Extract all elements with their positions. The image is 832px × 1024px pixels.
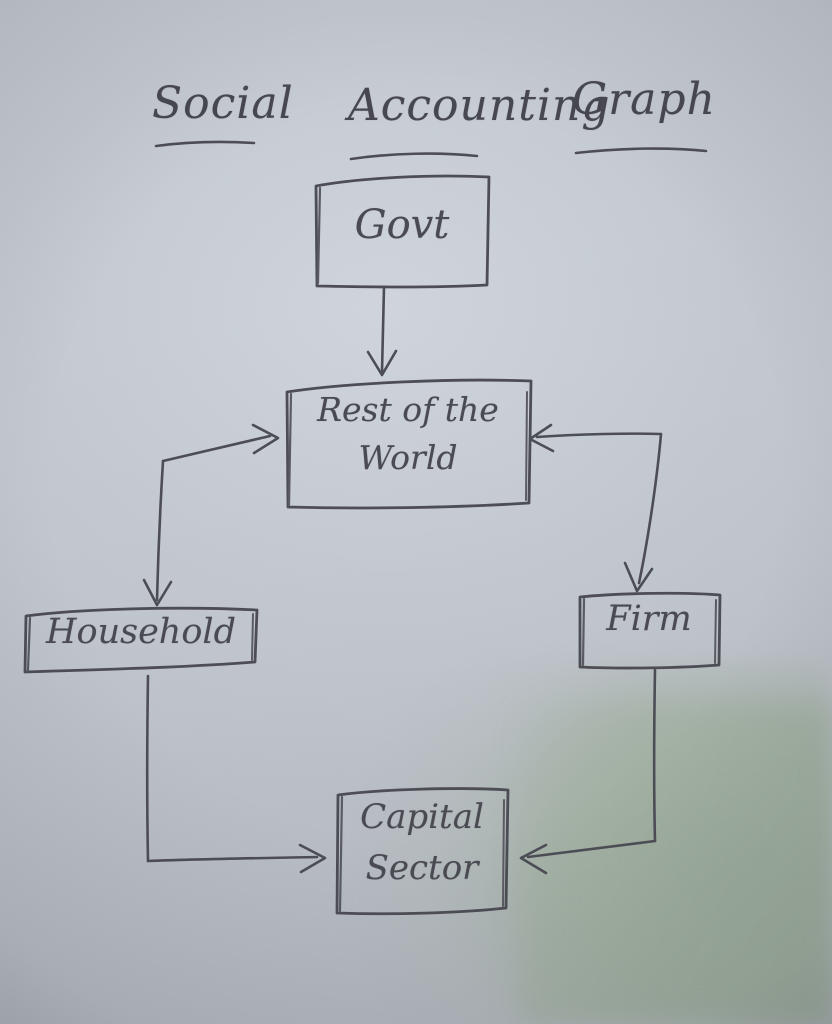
title-word-social: Social bbox=[152, 78, 294, 129]
node-label-firm: Firm bbox=[606, 599, 692, 639]
edge-rest-of-world-to-household bbox=[142, 423, 280, 607]
capital-sector-box-outline bbox=[335, 787, 510, 916]
edge-household-to-capital-sector bbox=[145, 674, 327, 874]
node-label-govt: Govt bbox=[354, 202, 450, 248]
edge-rest-of-world-firm-loop bbox=[528, 423, 663, 593]
household-box-outline bbox=[23, 606, 259, 674]
title-underlines bbox=[154, 140, 708, 161]
title-word-accounting: Accounting bbox=[348, 80, 611, 131]
node-label-rest-of-world-line1: Rest of the bbox=[317, 390, 499, 429]
node-label-capital-sector-line1: Capital bbox=[360, 797, 484, 837]
node-label-household: Household bbox=[45, 612, 237, 652]
node-label-rest-of-world-line2: World bbox=[358, 438, 458, 477]
rest-of-world-box-outline bbox=[285, 378, 533, 510]
firm-box-outline bbox=[578, 591, 722, 670]
edge-firm-to-capital-sector bbox=[519, 668, 657, 875]
govt-box-outline bbox=[314, 174, 491, 289]
edge-govt-to-rest-of-world bbox=[366, 285, 398, 377]
node-label-capital-sector-line2: Sector bbox=[365, 848, 479, 888]
title-word-graph: Graph bbox=[572, 74, 716, 125]
